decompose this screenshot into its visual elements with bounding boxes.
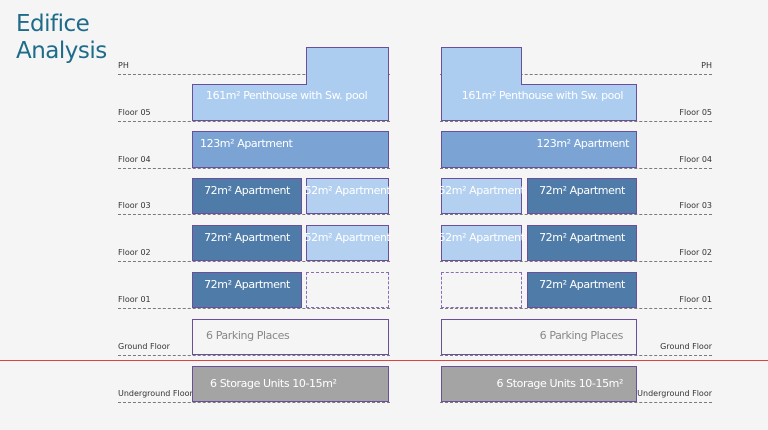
penthouse-edge <box>521 47 522 85</box>
floor-line <box>440 355 712 356</box>
empty-unit-slot <box>306 272 389 308</box>
apartment-52-label: 52m² Apartment <box>304 231 391 244</box>
apartment-72-label: 72m² Apartment <box>539 184 625 197</box>
apartment-72-label: 72m² Apartment <box>539 231 625 244</box>
penthouse-edge <box>306 47 307 85</box>
floor-line <box>440 402 712 403</box>
penthouse-label: 161m² Penthouse with Sw. pool <box>461 89 624 102</box>
floor-label-04: Floor 04 <box>118 155 151 164</box>
floor-label-03: Floor 03 <box>118 201 151 210</box>
floor-label-04: Floor 04 <box>679 155 712 164</box>
storage-unit: 6 Storage Units 10-15m² <box>441 366 637 402</box>
floor-label-01: Floor 01 <box>118 295 151 304</box>
floor-label-ground: Ground Floor <box>660 342 712 351</box>
storage-unit: 6 Storage Units 10-15m² <box>192 366 389 402</box>
title-line-1: Edifice <box>16 11 90 37</box>
floor-label-02: Floor 02 <box>118 248 151 257</box>
floor-line <box>118 308 390 309</box>
penthouse-upper-block <box>441 47 522 87</box>
floor-label-underground: Underground Floor <box>118 389 193 398</box>
floor-label-02: Floor 02 <box>679 248 712 257</box>
apartment-52-unit: 52m² Apartment <box>304 225 391 261</box>
floor-line <box>118 355 390 356</box>
floor-line <box>440 261 712 262</box>
apartment-52-unit: 52m² Apartment <box>438 178 525 214</box>
apartment-72-label: 72m² Apartment <box>204 231 290 244</box>
floor-label-03: Floor 03 <box>679 201 712 210</box>
floor-label-05: Floor 05 <box>679 108 712 117</box>
floor-line <box>118 214 390 215</box>
empty-unit-slot <box>441 272 522 308</box>
floor-line <box>118 261 390 262</box>
floor-line <box>118 74 390 75</box>
diagram-title: Edifice Analysis <box>16 11 107 65</box>
floor-line <box>440 74 712 75</box>
apartment-123-label: 123m² Apartment <box>536 137 630 150</box>
floor-label-ph: PH <box>118 61 129 70</box>
parking-label: 6 Parking Places <box>206 329 290 342</box>
parking-unit: 6 Parking Places <box>441 319 637 355</box>
penthouse-label: 161m² Penthouse with Sw. pool <box>206 89 368 102</box>
apartment-72-unit: 72m² Apartment <box>192 178 302 214</box>
floor-label-05: Floor 05 <box>118 108 151 117</box>
floor-line <box>118 168 390 169</box>
floor-line <box>440 214 712 215</box>
title-line-2: Analysis <box>16 38 107 64</box>
apartment-72-label: 72m² Apartment <box>539 278 625 291</box>
floor-label-ground: Ground Floor <box>118 342 170 351</box>
apartment-72-label: 72m² Apartment <box>204 278 290 291</box>
apartment-72-unit: 72m² Apartment <box>192 225 302 261</box>
penthouse-edge <box>521 84 637 85</box>
penthouse-unit: 161m² Penthouse with Sw. pool <box>441 84 637 121</box>
parking-label: 6 Parking Places <box>539 329 624 342</box>
apartment-72-unit: 72m² Apartment <box>192 272 302 308</box>
apartment-52-label: 52m² Apartment <box>304 184 391 197</box>
apartment-72-label: 72m² Apartment <box>204 184 290 197</box>
apartment-123-unit: 123m² Apartment <box>192 131 389 168</box>
penthouse-upper-block <box>306 47 389 87</box>
apartment-52-label: 52m² Apartment <box>438 184 525 197</box>
apartment-72-unit: 72m² Apartment <box>527 272 637 308</box>
floor-line <box>118 121 390 122</box>
floor-label-ph: PH <box>701 61 712 70</box>
apartment-52-unit: 52m² Apartment <box>438 225 525 261</box>
apartment-52-unit: 52m² Apartment <box>304 178 391 214</box>
storage-label: 6 Storage Units 10-15m² <box>496 377 623 390</box>
apartment-123-label: 123m² Apartment <box>200 137 293 150</box>
storage-label: 6 Storage Units 10-15m² <box>210 377 337 390</box>
apartment-123-unit: 123m² Apartment <box>441 131 637 168</box>
floor-line <box>440 308 712 309</box>
floor-line <box>118 402 390 403</box>
floor-line <box>440 168 712 169</box>
penthouse-edge <box>192 84 307 85</box>
floor-line <box>440 121 712 122</box>
apartment-72-unit: 72m² Apartment <box>527 178 637 214</box>
parking-unit: 6 Parking Places <box>192 319 389 355</box>
apartment-52-label: 52m² Apartment <box>438 231 525 244</box>
ground-level-line <box>0 360 768 361</box>
floor-label-underground: Underground Floor <box>637 389 712 398</box>
floor-label-01: Floor 01 <box>679 295 712 304</box>
penthouse-unit: 161m² Penthouse with Sw. pool <box>192 84 389 121</box>
apartment-72-unit: 72m² Apartment <box>527 225 637 261</box>
